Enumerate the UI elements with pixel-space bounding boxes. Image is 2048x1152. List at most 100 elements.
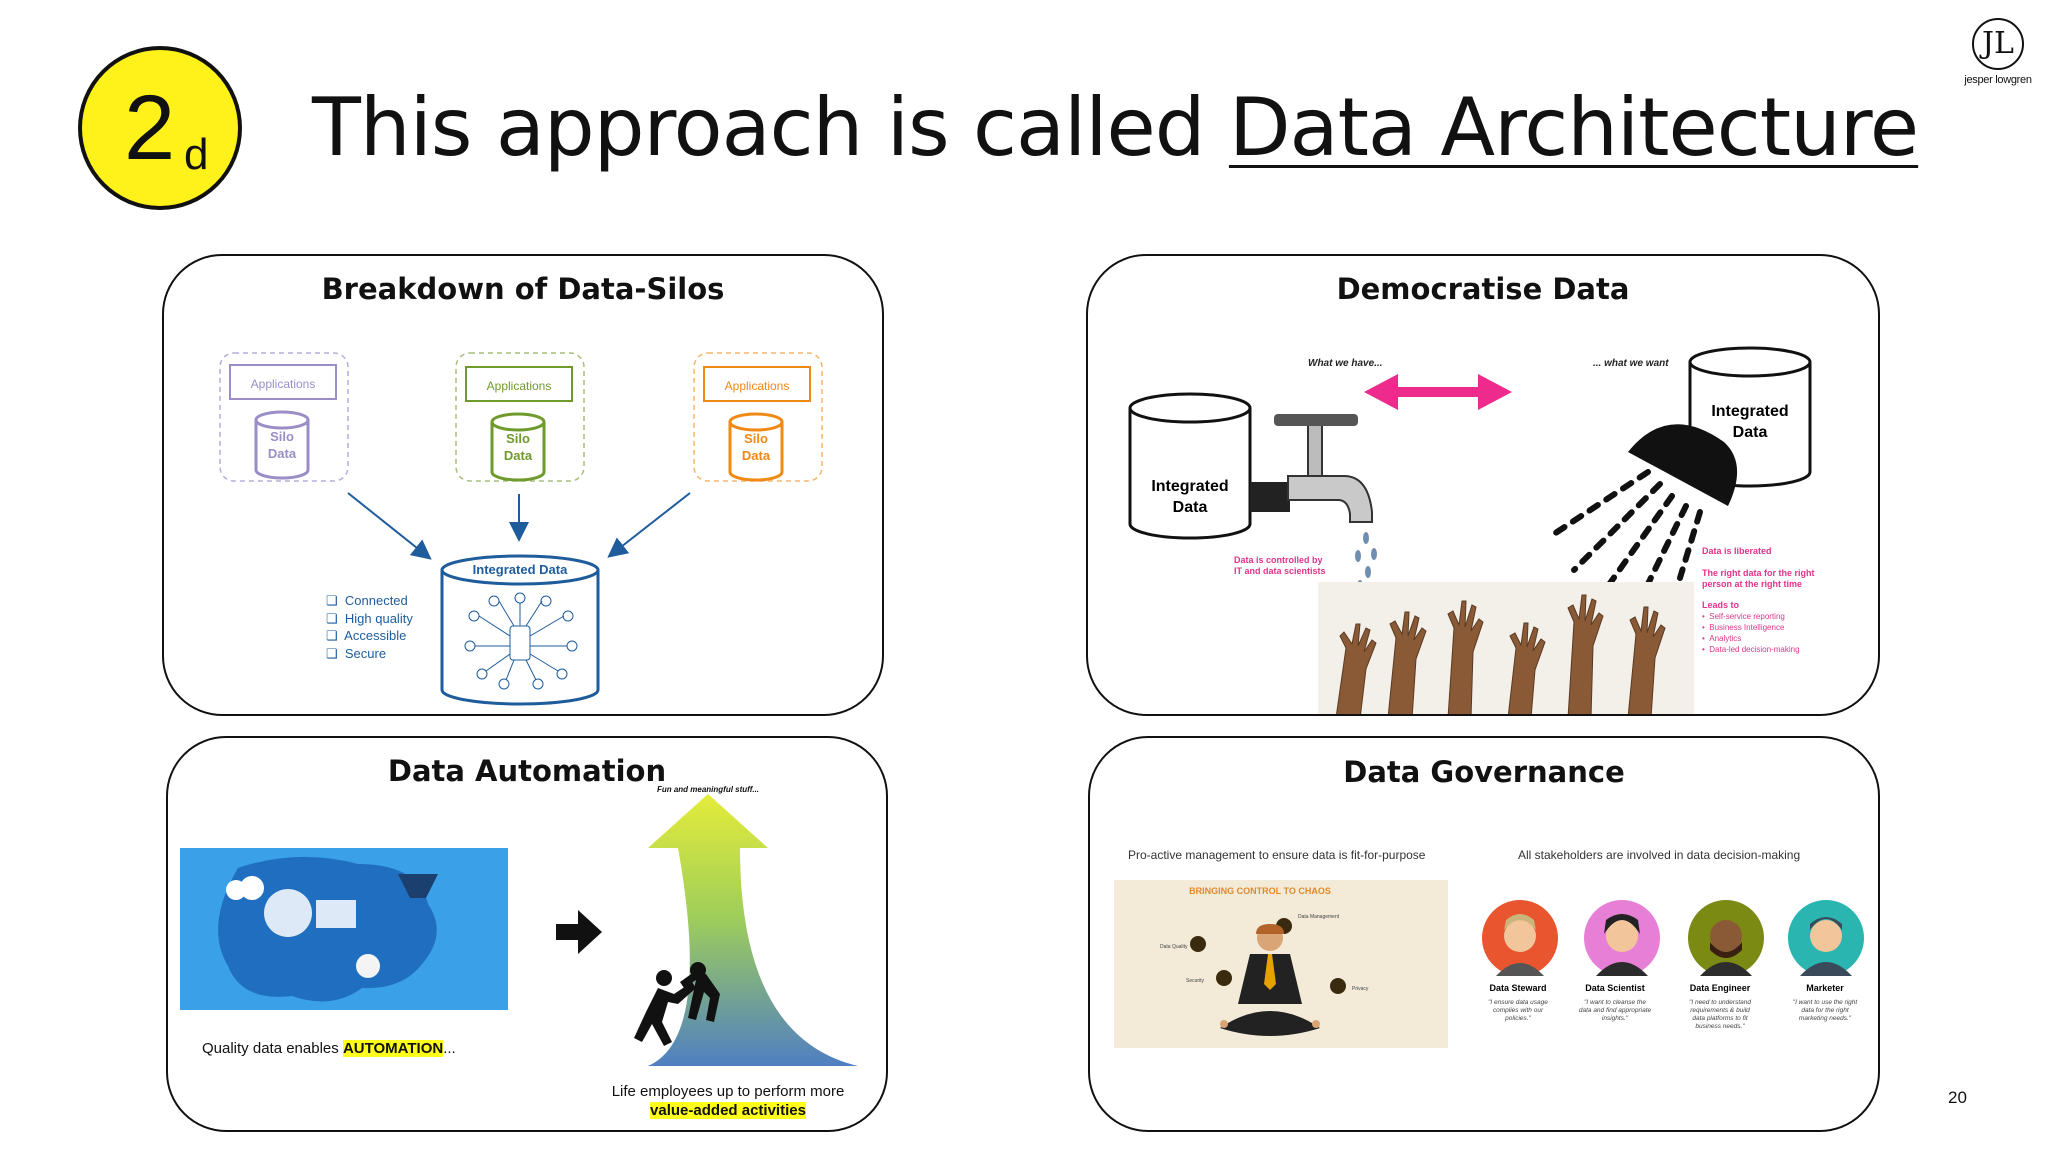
app-label-green: Applications — [487, 379, 552, 393]
leads-item: • Self-service reporting — [1702, 612, 1785, 621]
want-label: ... what we want — [1593, 358, 1669, 369]
logo-name: jesper lowgren — [1964, 74, 2032, 86]
growth-arrow-icon — [648, 794, 858, 1066]
double-arrow-icon — [1364, 374, 1512, 410]
panel-title-democratise: Democratise Data — [1336, 272, 1630, 306]
liberated-text: Data is liberated — [1702, 546, 1772, 556]
role-quote: data and find appropriate — [1579, 1007, 1652, 1014]
controlled-line2: IT and data scientists — [1234, 566, 1326, 576]
chaos-label: Security — [1186, 978, 1205, 984]
panel-title-automation: Data Automation — [387, 754, 667, 788]
slide-title: This approach is called Data Architectur… — [312, 78, 1919, 178]
integrated-data-cylinder: Integrated Data — [440, 554, 600, 706]
checklist-item: ❏ Connected — [326, 593, 408, 608]
controlled-line1: Data is controlled by — [1234, 555, 1323, 565]
right-db-line2: Data — [1733, 424, 1768, 441]
role-avatar-marketer — [1788, 900, 1864, 976]
title-underlined: Data Architecture — [1228, 81, 1919, 174]
silos-diagram: Applications Silo Data Applications Silo… — [219, 352, 823, 706]
network-icon — [464, 592, 578, 690]
chaos-title: BRINGING CONTROL TO CHAOS — [1189, 886, 1331, 896]
role-quote: "I need to understand — [1689, 999, 1751, 1006]
role-name: Data Engineer — [1690, 983, 1751, 993]
democratise-diagram: What we have... ... what we want Integra… — [1128, 346, 1815, 714]
badge-subscript: d — [184, 130, 209, 179]
page-number: 20 — [1948, 1088, 1967, 1107]
right-arrow-icon — [556, 910, 602, 954]
brand-logo: JL jesper lowgren — [1950, 18, 2046, 98]
silo-label-orange-1: Silo — [744, 431, 768, 446]
left-integrated-db: Integrated Data — [1128, 392, 1252, 540]
panel-data-automation: Data Automation Fun and meaningful stuff… — [166, 736, 888, 1132]
role-quote: "I want to use the right — [1793, 999, 1859, 1006]
right-data-line2: person at the right time — [1702, 579, 1802, 589]
checklist-item: ❏ High quality — [326, 610, 413, 626]
leads-item: • Business Intelligence — [1702, 623, 1785, 632]
panel-data-governance: Data Governance Pro-active management to… — [1088, 736, 1880, 1132]
people-helping-icon — [634, 962, 720, 1046]
role-quote: requirements & build — [1690, 1007, 1750, 1014]
stakeholders-text: All stakeholders are involved in data de… — [1518, 848, 1801, 862]
silo-label-purple-2: Data — [268, 446, 297, 461]
left-db-line1: Integrated — [1151, 478, 1228, 495]
arrow-orange-to-integrated — [607, 492, 691, 558]
leads-to-label: Leads to — [1702, 600, 1740, 610]
role-avatar-engineer — [1688, 900, 1764, 976]
logo-monogram: JL — [1972, 18, 2024, 70]
checklist-item: ❏ Accessible — [326, 628, 407, 643]
chaos-label: Data Management — [1298, 914, 1340, 920]
role-quote: "I want to cleanse the — [1584, 999, 1646, 1006]
silo-group-green: Applications Silo Data — [455, 352, 585, 482]
role-quote: insights." — [1602, 1015, 1629, 1022]
automation-brain-image — [180, 848, 508, 1010]
integrated-label: Integrated Data — [473, 562, 568, 577]
quality-text: Quality data enables AUTOMATION... — [202, 1040, 456, 1057]
role-quote: marketing needs." — [1799, 1015, 1852, 1022]
panel-data-silos: Breakdown of Data-Silos Applications Sil… — [162, 254, 884, 716]
arrow-purple-to-integrated — [347, 492, 432, 560]
silo-label-green-1: Silo — [506, 431, 530, 446]
role-quote: data platforms to fit — [1692, 1015, 1748, 1022]
fun-label: Fun and meaningful stuff... — [657, 785, 759, 794]
right-db-line1: Integrated — [1711, 403, 1788, 420]
app-label-orange: Applications — [725, 379, 790, 393]
silo-label-green-2: Data — [504, 448, 533, 463]
silo-label-purple-1: Silo — [270, 429, 294, 444]
life-line: Life employees up to perform more — [611, 1083, 845, 1100]
governance-diagram: BRINGING CONTROL TO CHAOS Data Managemen… — [1114, 880, 1864, 1048]
left-db-line2: Data — [1173, 499, 1208, 516]
role-quote: "I ensure data usage — [1488, 999, 1548, 1006]
badge-number: 2 — [124, 77, 176, 179]
role-name: Data Scientist — [1585, 983, 1645, 993]
right-data-line1: The right data for the right — [1702, 568, 1815, 578]
role-name: Marketer — [1806, 983, 1844, 993]
role-quote: complies with our — [1493, 1007, 1544, 1014]
role-avatar-scientist — [1584, 900, 1660, 976]
tap-icon — [1250, 414, 1373, 523]
have-label: What we have... — [1308, 358, 1382, 369]
role-name: Data Steward — [1489, 983, 1546, 993]
leads-item: • Data-led decision-making — [1702, 645, 1800, 654]
chaos-label: Data Quality — [1160, 944, 1188, 950]
value-added-highlight: value-added activities — [650, 1102, 806, 1119]
checklist-item: ❏ Secure — [326, 645, 387, 661]
shower-icon — [1551, 424, 1738, 595]
chaos-label: Privacy — [1352, 986, 1369, 992]
life-text: Life employees up to perform more value-… — [588, 1082, 868, 1120]
title-prefix: This approach is called — [312, 81, 1229, 174]
silo-group-purple: Applications Silo Data — [219, 352, 349, 482]
proactive-text: Pro-active management to ensure data is … — [1128, 848, 1426, 862]
role-quote: policies." — [1504, 1015, 1531, 1022]
panel-title-governance: Data Governance — [1343, 755, 1625, 789]
leads-item: • Analytics — [1702, 634, 1741, 643]
role-avatar-steward — [1482, 900, 1558, 976]
app-label-purple: Applications — [251, 377, 316, 391]
role-quote: business needs." — [1695, 1023, 1745, 1030]
silo-label-orange-2: Data — [742, 448, 771, 463]
automation-diagram: Fun and meaningful stuff... — [180, 785, 858, 1066]
control-chaos-image: BRINGING CONTROL TO CHAOS Data Managemen… — [1114, 880, 1448, 1048]
panel-title-silos: Breakdown of Data-Silos — [321, 272, 725, 306]
silos-checklist: ❏ Connected ❏ High quality ❏ Accessible … — [326, 592, 413, 662]
role-quote: data for the right — [1801, 1007, 1850, 1014]
section-badge: 2 d — [78, 46, 242, 210]
